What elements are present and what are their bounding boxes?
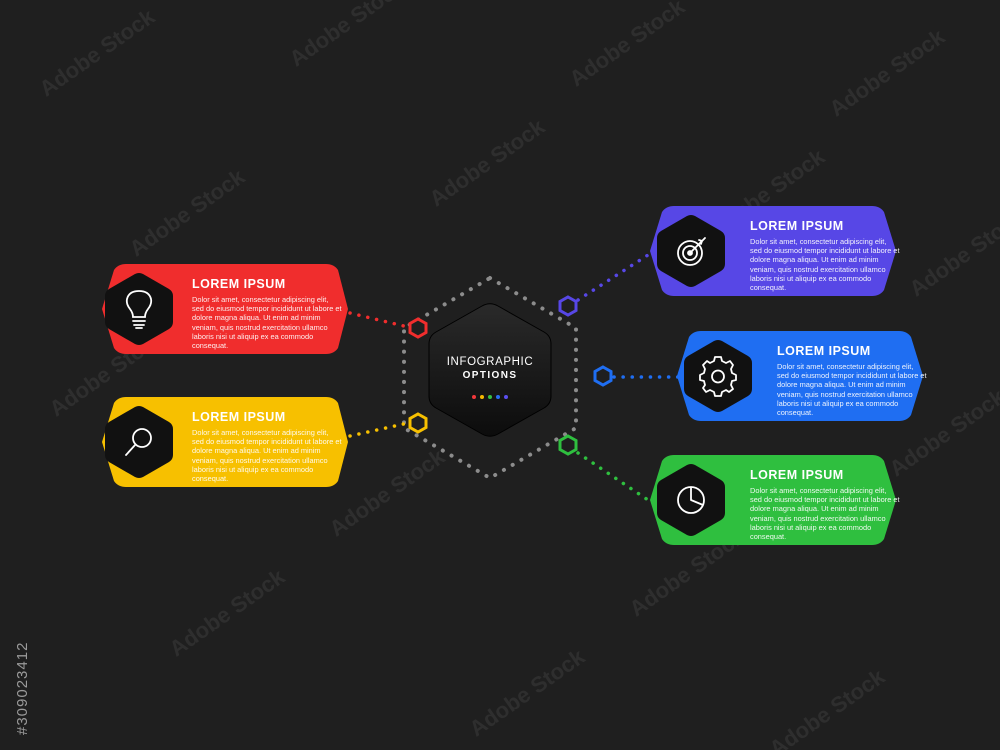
- gear-icon: [699, 356, 737, 397]
- lightbulb-icon: [125, 290, 153, 329]
- node-5: [558, 434, 578, 456]
- node-4: [593, 365, 613, 387]
- connector-2: [348, 421, 410, 438]
- option-title: LOREM IPSUM: [192, 410, 286, 424]
- center-hex: [428, 303, 552, 437]
- connector-5: [576, 451, 650, 502]
- option-description: Dolor sit amet, consectetur adipiscing e…: [750, 486, 900, 542]
- option-hex-4: [681, 339, 755, 413]
- option-description: Dolor sit amet, consectetur adipiscing e…: [192, 428, 342, 484]
- option-title: LOREM IPSUM: [750, 468, 844, 482]
- color-dot: [472, 395, 476, 399]
- option-description: Dolor sit amet, consectetur adipiscing e…: [777, 362, 927, 418]
- stock-id-stamp: #309023412: [12, 515, 32, 735]
- option-title: LOREM IPSUM: [777, 344, 871, 358]
- center-hub: INFOGRAPHIC OPTIONS: [420, 300, 560, 440]
- option-card-3: LOREM IPSUM Dolor sit amet, consectetur …: [650, 206, 900, 296]
- option-title: LOREM IPSUM: [750, 219, 844, 233]
- center-ring: [402, 275, 578, 481]
- center-subtitle: OPTIONS: [462, 370, 518, 381]
- connector-3: [576, 253, 650, 302]
- color-dot: [496, 395, 500, 399]
- node-3: [558, 295, 578, 317]
- option-card-5: LOREM IPSUM Dolor sit amet, consectetur …: [650, 455, 900, 545]
- center-color-dots: [420, 386, 560, 404]
- option-card-1: LOREM IPSUM Dolor sit amet, consectetur …: [98, 264, 348, 354]
- option-hex-5: [654, 463, 728, 537]
- center-ring-hex: [402, 275, 578, 481]
- option-description: Dolor sit amet, consectetur adipiscing e…: [750, 237, 900, 293]
- color-dot: [504, 395, 508, 399]
- option-description: Dolor sit amet, consectetur adipiscing e…: [192, 295, 342, 351]
- option-hex-1: [102, 272, 176, 346]
- connector-1: [348, 311, 410, 329]
- option-hex-3: [654, 214, 728, 288]
- stock-id-text: #309023412: [14, 641, 31, 735]
- option-hex-2: [102, 405, 176, 479]
- pie-chart-icon: [677, 486, 705, 514]
- node-1: [408, 317, 428, 339]
- target-icon: [677, 237, 706, 266]
- option-card-2: LOREM IPSUM Dolor sit amet, consectetur …: [98, 397, 348, 487]
- color-dot: [488, 395, 492, 399]
- option-title: LOREM IPSUM: [192, 277, 286, 291]
- center-title: INFOGRAPHIC: [446, 356, 534, 368]
- color-dot: [480, 395, 484, 399]
- node-2: [408, 412, 428, 434]
- option-card-4: LOREM IPSUM Dolor sit amet, consectetur …: [677, 331, 927, 421]
- magnifier-icon: [125, 428, 152, 456]
